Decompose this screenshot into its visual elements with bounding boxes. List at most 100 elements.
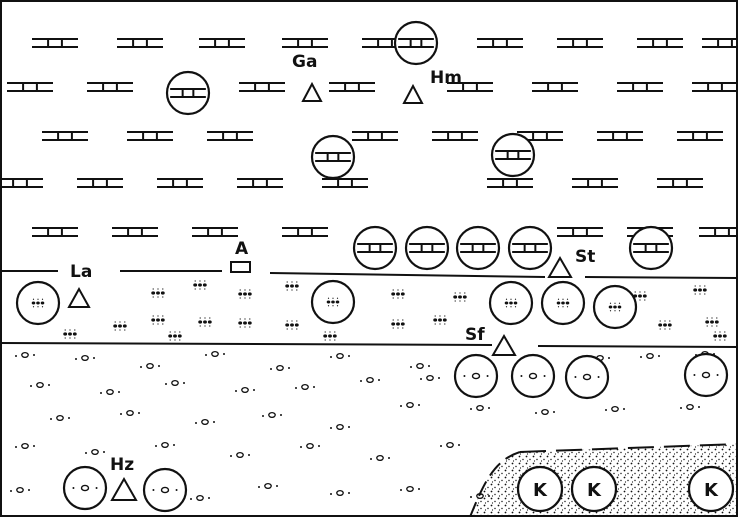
label-a: A [235, 239, 249, 259]
limestone-symbol [199, 38, 245, 48]
limestone-symbol [447, 82, 493, 92]
oolite-symbol [151, 315, 165, 325]
limestone-sample-circle [352, 225, 398, 271]
limestone-sample-circle [628, 225, 674, 271]
limestone-symbol [352, 131, 398, 141]
limestone-symbol [7, 82, 53, 92]
sandstone-layer [10, 350, 715, 502]
oolite-symbol [556, 298, 570, 308]
oolite-symbol [705, 317, 719, 327]
limestone-layer [0, 38, 738, 237]
pebble-symbol [165, 379, 185, 387]
oolitic-sample-circle [310, 279, 356, 325]
sandstone-sample-circle [142, 467, 188, 513]
oolite-symbol [433, 315, 447, 325]
limestone-symbol [617, 82, 663, 92]
label-k-1: K [533, 480, 548, 501]
oolitic-layer [63, 280, 727, 341]
limestone-symbol [495, 150, 531, 160]
limestone-symbol [512, 243, 548, 253]
label-ga: Ga [292, 52, 317, 72]
pebble-symbol [10, 486, 30, 494]
sandstone-sample-circle [62, 465, 108, 511]
pebble-symbol [15, 351, 35, 359]
pebble-symbol [420, 374, 440, 382]
pebble-symbol [205, 350, 225, 358]
sandstone-sample-circle [564, 354, 610, 400]
limestone-sample-circle [507, 225, 553, 271]
oolite-symbol [693, 285, 707, 295]
layer-boundary-lower [0, 342, 738, 348]
limestone-symbol [87, 82, 133, 92]
limestone-symbol [237, 178, 283, 188]
oolite-symbol [608, 302, 622, 312]
pebble-symbol [140, 362, 160, 370]
limestone-symbol [282, 38, 328, 48]
limestone-symbol [77, 178, 123, 188]
label-st: St [575, 247, 595, 267]
pebble-symbol [330, 352, 350, 360]
pebble-symbol [400, 485, 420, 493]
oolite-symbol [658, 320, 672, 330]
pebble-symbol [258, 482, 278, 490]
pebble-symbol [155, 441, 175, 449]
pebble-symbol [640, 352, 660, 360]
pebble-symbol [195, 418, 215, 426]
k-sample-circle [570, 465, 618, 513]
pebble-symbol [330, 489, 350, 497]
oolite-symbol [391, 319, 405, 329]
pebble-symbol [120, 409, 140, 417]
limestone-symbol [532, 82, 578, 92]
oolite-symbol [504, 298, 518, 308]
oolite-symbol [151, 288, 165, 298]
pebble-symbol [270, 364, 290, 372]
limestone-sample-circle [310, 134, 356, 180]
label-k-2: K [587, 480, 602, 501]
pebble-symbol [100, 388, 120, 396]
pebble-symbol [535, 408, 555, 416]
oolite-symbol [63, 329, 77, 339]
limestone-sample-circle [165, 70, 211, 116]
sandstone-sample-circle [510, 353, 556, 399]
pebble-symbol [300, 442, 320, 450]
k-sample-circle [687, 465, 735, 513]
limestone-symbol [692, 82, 738, 92]
pebble-symbol [605, 405, 625, 413]
pebble-symbol [470, 404, 490, 412]
sample-circles [15, 20, 735, 513]
limestone-sample-circle [404, 225, 450, 271]
oolitic-sample-circle [592, 284, 638, 330]
layer-boundary-upper [0, 270, 738, 279]
limestone-symbol [677, 131, 723, 141]
pebble-symbol [15, 442, 35, 450]
oolite-symbol [285, 320, 299, 330]
pebble-symbol [440, 441, 460, 449]
pebble-symbol [230, 451, 250, 459]
limestone-symbol [409, 243, 445, 253]
triangle-st [547, 256, 573, 278]
limestone-sample-circle [455, 225, 501, 271]
sandstone-sample-circle [683, 352, 729, 398]
label-k-3: K [704, 480, 719, 501]
limestone-symbol [460, 243, 496, 253]
oolitic-sample-circle [540, 280, 586, 326]
oolite-symbol [633, 291, 647, 301]
limestone-symbol [572, 178, 618, 188]
pebble-symbol [30, 381, 50, 389]
limestone-symbol [657, 178, 703, 188]
limestone-symbol [192, 227, 238, 237]
oolite-symbol [193, 280, 207, 290]
limestone-symbol [398, 38, 434, 48]
sample-box-a [230, 261, 251, 273]
label-hz: Hz [110, 455, 134, 475]
limestone-symbol [357, 243, 393, 253]
limestone-symbol [157, 178, 203, 188]
limestone-symbol [487, 178, 533, 188]
oolite-symbol [391, 289, 405, 299]
limestone-symbol [32, 38, 78, 48]
limestone-symbol [282, 227, 328, 237]
sandstone-sample-circle [453, 353, 499, 399]
k-sample-circle [516, 465, 564, 513]
